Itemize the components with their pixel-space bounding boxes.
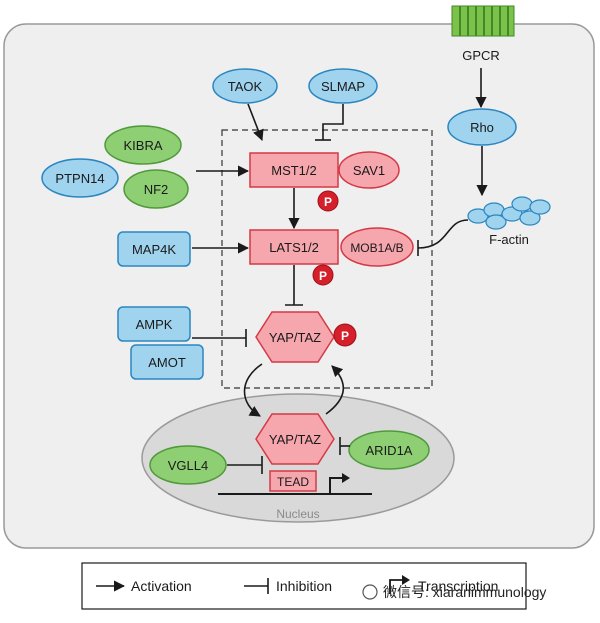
legend-transcription-icon xyxy=(389,575,410,594)
nf2-node: NF2 xyxy=(123,169,189,209)
lats-node: LATS1/2 xyxy=(249,229,339,265)
factin-label: F-actin xyxy=(489,232,529,247)
tead-label: TEAD xyxy=(277,475,309,489)
map4k-label: MAP4K xyxy=(132,242,176,257)
mob1-node: MOB1A/B xyxy=(340,227,414,267)
legend-activation-label: Activation xyxy=(131,578,192,594)
ampk-label: AMPK xyxy=(136,317,173,332)
phospho-mst-label: P xyxy=(324,195,332,209)
legend-transcription-label: Transcription xyxy=(418,578,498,594)
taok-label: TAOK xyxy=(228,79,263,94)
kinase-complex-box xyxy=(221,129,433,389)
mst-label: MST1/2 xyxy=(271,163,317,178)
arid1a-label: ARID1A xyxy=(366,443,413,458)
watermark: 微信号: xiaranimmunology xyxy=(362,584,546,600)
mst-node: MST1/2 xyxy=(249,152,339,188)
factin-icon xyxy=(467,196,551,230)
legend: Activation Inhibition Transcription xyxy=(81,562,527,610)
ptpn14-node: PTPN14 xyxy=(41,158,119,198)
sav1-label: SAV1 xyxy=(353,163,385,178)
kibra-node: KIBRA xyxy=(104,125,182,165)
legend-box xyxy=(81,562,527,610)
amot-label: AMOT xyxy=(148,355,186,370)
sav1-node: SAV1 xyxy=(338,151,400,189)
phospho-lats-badge: P xyxy=(312,264,334,286)
vgll4-label: VGLL4 xyxy=(168,458,208,473)
rho-node: Rho xyxy=(447,108,517,146)
connector-lines xyxy=(192,68,488,474)
amot-node: AMOT xyxy=(130,344,204,380)
vgll4-node: VGLL4 xyxy=(149,445,227,485)
map4k-node: MAP4K xyxy=(117,231,191,267)
yap-cyto-label: YAP/TAZ xyxy=(269,330,321,345)
mob1-label: MOB1A/B xyxy=(350,241,403,255)
phospho-lats-label: P xyxy=(319,269,327,283)
watermark-label: 微信号: xiaranimmunology xyxy=(383,584,546,600)
phospho-yap-label: P xyxy=(341,329,349,343)
ampk-node: AMPK xyxy=(117,306,191,342)
rho-label: Rho xyxy=(470,120,494,135)
taok-node: TAOK xyxy=(212,68,278,104)
nucleus-label: Nucleus xyxy=(276,507,319,521)
lats-label: LATS1/2 xyxy=(269,240,319,255)
ptpn14-label: PTPN14 xyxy=(55,171,104,186)
yap-nuclear-node: YAP/TAZ xyxy=(255,413,335,465)
yap-cyto-node: YAP/TAZ xyxy=(255,311,335,363)
phospho-yap-badge: P xyxy=(333,323,357,347)
gpcr-label: GPCR xyxy=(462,48,500,63)
wechat-icon xyxy=(362,584,378,600)
tead-node: TEAD xyxy=(269,470,317,492)
legend-inhibition-label: Inhibition xyxy=(276,578,332,594)
legend-inhibition-icon xyxy=(244,578,269,594)
nf2-label: NF2 xyxy=(144,182,169,197)
slmap-node: SLMAP xyxy=(308,68,378,104)
yap-nuclear-label: YAP/TAZ xyxy=(269,432,321,447)
dna-strand xyxy=(218,473,372,495)
slmap-label: SLMAP xyxy=(321,79,365,94)
arid1a-node: ARID1A xyxy=(348,430,430,470)
gpcr-receptor-icon xyxy=(451,5,515,37)
kibra-label: KIBRA xyxy=(123,138,162,153)
phospho-mst-badge: P xyxy=(317,190,339,212)
